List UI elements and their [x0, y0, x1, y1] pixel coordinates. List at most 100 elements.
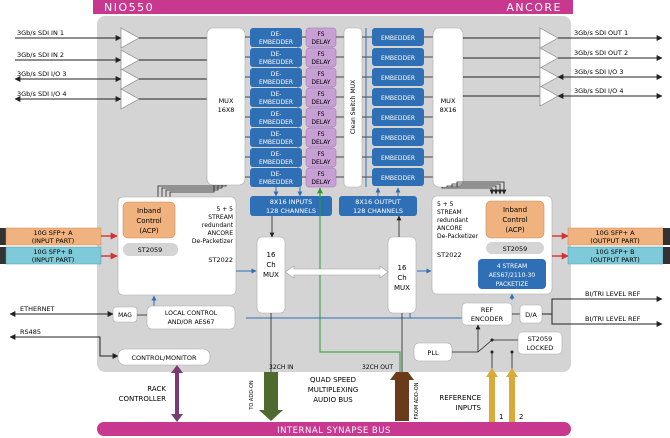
ch-mux-label: Ch — [266, 261, 275, 269]
svg-text:DE-: DE- — [271, 71, 282, 78]
deembedder-6: DE-EMBEDDER — [250, 128, 302, 147]
sfp-in-a: 10G SFP+ A (INPUT PART) — [0, 227, 118, 246]
rack-controller-arrow — [171, 365, 183, 422]
inputs-bar-label: 128 CHANNELS — [266, 207, 316, 215]
sdi-inputs: 3Gb/s SDI IN 1 3Gb/s SDI IN 2 3Gb/s SDI … — [14, 27, 207, 110]
svg-text:EMBEDDER: EMBEDDER — [381, 135, 415, 142]
stream-label: ANCORE — [208, 230, 234, 237]
svg-text:EMBEDDER: EMBEDDER — [259, 79, 293, 86]
svg-text:FS: FS — [317, 111, 324, 118]
svg-text:DE-: DE- — [271, 91, 282, 98]
sdi-input-label: 3Gb/s SDI IN 1 — [17, 29, 64, 37]
reference-input-number: 1 — [499, 413, 503, 421]
st2022-left-label: ST2022 — [208, 256, 233, 264]
deembedder-2: DE-EMBEDDER — [250, 48, 302, 67]
rack-controller-label: RACK — [147, 385, 166, 393]
buffer-triangle — [120, 68, 140, 90]
svg-text:DELAY: DELAY — [311, 39, 331, 46]
svg-text:DELAY: DELAY — [311, 179, 331, 186]
svg-text:DE-: DE- — [271, 151, 282, 158]
sdi-input-label: 3Gb/s SDI IN 2 — [17, 51, 64, 59]
stream-label: De-Packetizer — [192, 238, 234, 245]
svg-text:FS: FS — [317, 151, 324, 158]
rs485-line — [9, 334, 119, 359]
embedder-8: EMBEDDER — [372, 168, 424, 186]
ethernet-label: ETHERNET — [20, 305, 55, 313]
bar-to-mux-lines — [269, 215, 402, 238]
deembedder-8: DE-EMBEDDER — [250, 168, 302, 187]
buffer-triangle — [539, 47, 559, 69]
stream-label: 5 + 5 — [437, 201, 454, 208]
svg-text:FS: FS — [317, 71, 324, 78]
deembedder-5: DE-EMBEDDER — [250, 108, 302, 127]
bi-tri-line-1 — [542, 296, 663, 315]
stream-label: STREAM — [208, 214, 233, 221]
embedder-1: EMBEDDER — [372, 28, 424, 46]
st2059-locked-label: LOCKED — [527, 344, 553, 352]
svg-text:DE-: DE- — [271, 111, 282, 118]
sdi-input-1: 3Gb/s SDI IN 1 — [15, 27, 207, 49]
svg-text:EMBEDDER: EMBEDDER — [381, 155, 415, 162]
svg-text:10G SFP+ B: 10G SFP+ B — [33, 248, 72, 256]
stream-label: ANCORE — [437, 225, 463, 232]
buffer-triangle — [539, 27, 559, 49]
mux-bidirectional-arrow — [284, 265, 389, 279]
mag-label: MAG — [118, 312, 132, 319]
sdi-output-label: 3Gb/s SDI OUT 2 — [574, 49, 628, 57]
model-name: NIO550 — [104, 1, 154, 14]
ch-mux-label: Ch — [397, 274, 406, 282]
svg-text:EMBEDDER: EMBEDDER — [259, 159, 293, 166]
control-monitor-box — [117, 348, 211, 366]
buffer-triangle — [120, 49, 140, 71]
bi-tri-label: BI/TRI LEVEL REF — [585, 290, 641, 298]
outputs-128ch-bar — [339, 196, 417, 216]
outputs-bar-label: 128 CHANNELS — [353, 207, 403, 215]
packetize-label: 4 STREAM — [497, 263, 527, 270]
ch-mux-label: MUX — [394, 284, 410, 292]
blue-block-arrows — [150, 268, 515, 319]
sdi-output-3: 3Gb/s SDI I/O 3 — [463, 66, 663, 88]
svg-text:10G SFP+ A: 10G SFP+ A — [33, 229, 73, 237]
sfp-out-a: 10G SFP+ A (OUTPUT PART) — [552, 227, 670, 246]
svg-text:FS: FS — [317, 91, 324, 98]
svg-text:FS: FS — [317, 131, 324, 138]
embedder-column: EMBEDDER EMBEDDER EMBEDDER EMBEDDER EMBE… — [372, 28, 424, 186]
blue-channel-arrows — [273, 28, 401, 197]
sdi-output-label: 3Gb/s SDI I/O 3 — [574, 68, 623, 76]
embedder-7: EMBEDDER — [372, 148, 424, 166]
st2059-right-label: ST2059 — [503, 245, 528, 253]
sdi-input-4: 3Gb/s SDI I/O 4 — [14, 88, 207, 110]
stream-label: redundant — [437, 217, 469, 224]
deembedder-to-fs-lines — [302, 36, 306, 178]
inputs-128ch-bar — [250, 196, 332, 216]
sdi-output-label: 3Gb/s SDI OUT 1 — [574, 29, 628, 37]
svg-text:EMBEDDER: EMBEDDER — [259, 119, 293, 126]
stream-label: redundant — [202, 222, 234, 229]
buffer-triangle — [539, 85, 559, 107]
svg-text:EMBEDDER: EMBEDDER — [381, 35, 415, 42]
sfp-out-b: 10G SFP+ B (OUTPUT PART) — [552, 246, 670, 265]
inband-control-left — [122, 201, 176, 239]
embedder-3: EMBEDDER — [372, 68, 424, 86]
sdi-input-2: 3Gb/s SDI IN 2 — [15, 49, 207, 71]
svg-text:FS: FS — [317, 51, 324, 58]
bi-tri-line-2 — [551, 314, 663, 327]
embedder-5: EMBEDDER — [372, 108, 424, 126]
stream-label: 5 + 5 — [217, 206, 234, 213]
inband-label: (ACP) — [505, 226, 525, 234]
local-control-box — [146, 305, 236, 330]
synapse-bus-label: INTERNAL SYNAPSE BUS — [277, 426, 391, 436]
svg-text:EMBEDDER: EMBEDDER — [381, 75, 415, 82]
svg-text:(OUTPUT PART): (OUTPUT PART) — [590, 237, 640, 245]
svg-text:EMBEDDER: EMBEDDER — [259, 99, 293, 106]
ch32-out-label: 32CH OUT — [362, 364, 393, 371]
rs485-label: RS485 — [20, 328, 41, 336]
header-bar — [93, 0, 573, 14]
svg-text:DE-: DE- — [271, 131, 282, 138]
